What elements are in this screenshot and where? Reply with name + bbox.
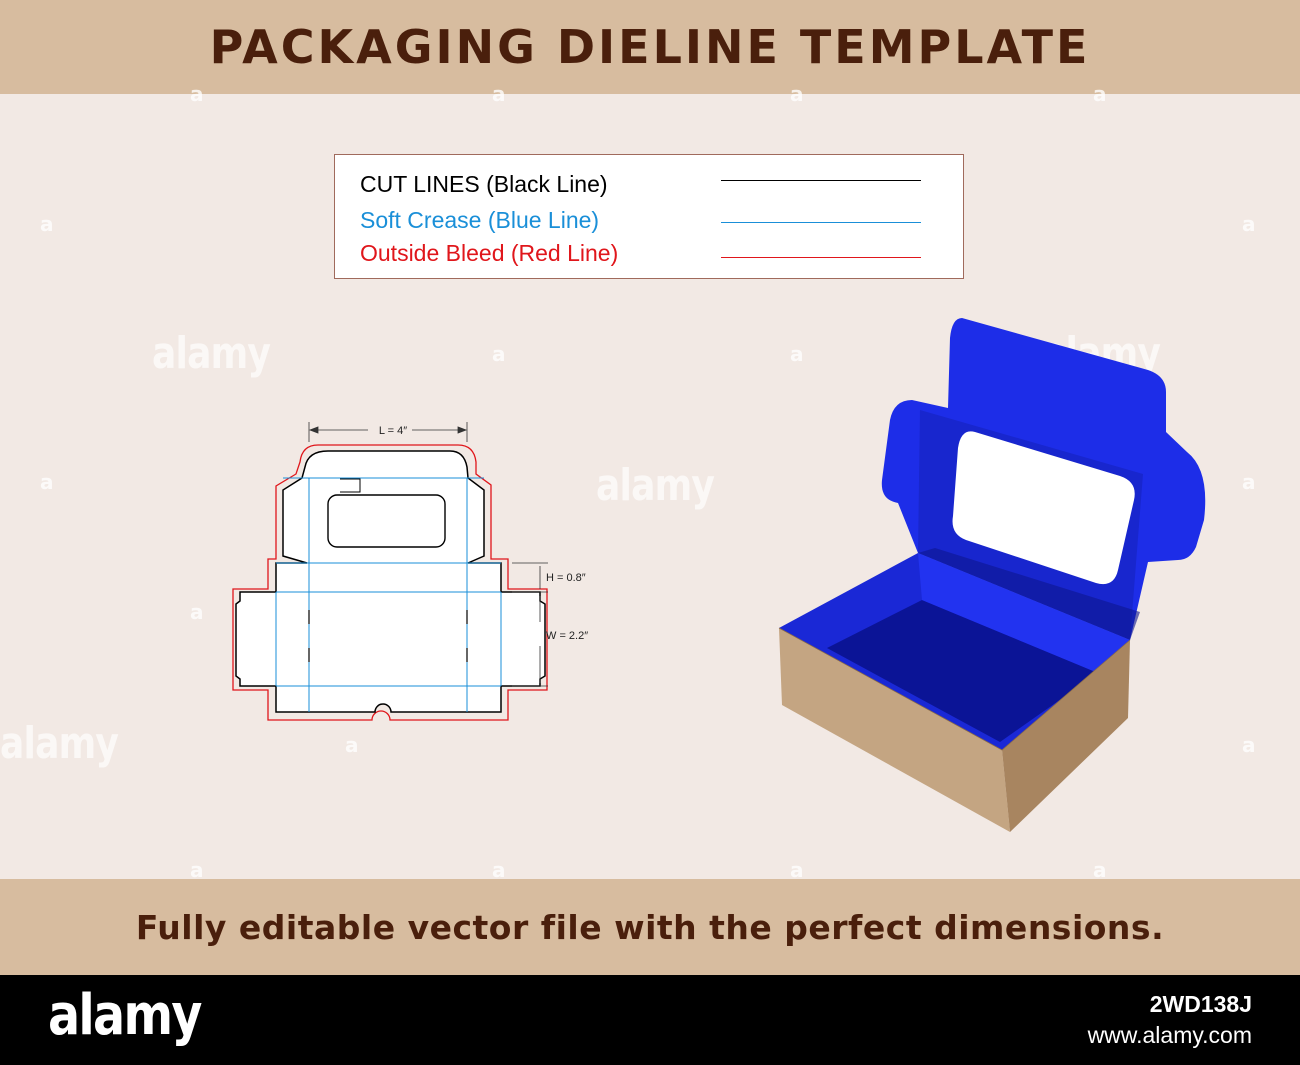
legend-cut-label: CUT LINES (Black Line): [360, 171, 608, 197]
watermark-letter: a: [345, 733, 359, 757]
legend-crease-swatch: [721, 222, 921, 223]
flat-dieline: L = 4″ H = 0.8″ W = 2.2″: [232, 422, 588, 721]
side-tabs: [308, 610, 468, 662]
watermark-letter: a: [790, 82, 804, 106]
box-side-wall: [1002, 640, 1130, 832]
box-interior-wall: [918, 553, 1130, 673]
watermark-letter: a: [1242, 733, 1256, 757]
stock-info: 2WD138J www.alamy.com: [1088, 991, 1252, 1049]
line-legend: CUT LINES (Black Line) Soft Crease (Blue…: [334, 154, 964, 279]
bleed-outline: [232, 444, 548, 721]
watermark-text: alamy: [596, 460, 715, 511]
stock-url: www.alamy.com: [1087, 1022, 1252, 1048]
legend-bleed-swatch: [721, 257, 921, 258]
box-interior-floor: [827, 600, 1098, 742]
length-dimension: [308, 422, 468, 442]
cut-outline: [235, 450, 546, 713]
legend-crease-label: Soft Crease (Blue Line): [360, 207, 600, 233]
footer-tagline: Fully editable vector file with the perf…: [135, 907, 1165, 947]
height-label: H = 0.8″: [546, 572, 586, 584]
dieline-notch: [340, 478, 361, 493]
legend-bleed-label: Outside Bleed (Red Line): [360, 240, 619, 266]
legend-cut-swatch: [721, 180, 921, 181]
stock-bar: alamy 2WD138J www.alamy.com: [0, 975, 1300, 1065]
watermark-letter: a: [492, 342, 506, 366]
stock-image-id: 2WD138J: [1149, 991, 1252, 1017]
length-label: L = 4″: [379, 425, 407, 437]
box-wall-rim: [778, 627, 1131, 751]
box-mockup: [778, 318, 1206, 832]
crease-lines: [275, 477, 502, 712]
footer-banner: Fully editable vector file with the perf…: [0, 879, 1300, 975]
header-banner: PACKAGING DIELINE TEMPLATE: [0, 0, 1300, 94]
watermark-letter: a: [190, 858, 204, 882]
watermark-letter: a: [492, 82, 506, 106]
watermark-letter: a: [1093, 858, 1107, 882]
watermark-letter: a: [790, 858, 804, 882]
watermark-letter: a: [790, 342, 804, 366]
width-label: W = 2.2″: [546, 630, 588, 642]
watermark-letter: a: [1242, 212, 1256, 236]
dieline-window: [327, 494, 446, 548]
box-front-wall: [779, 628, 1010, 832]
watermark-letter: a: [190, 82, 204, 106]
stock-logo: alamy: [48, 983, 202, 1048]
watermark-letter: a: [1242, 470, 1256, 494]
watermark-letter: a: [40, 212, 54, 236]
lid-fold-shade: [918, 548, 1140, 640]
page-title: PACKAGING DIELINE TEMPLATE: [209, 20, 1091, 74]
watermark-letter: a: [40, 470, 54, 494]
watermark-letter: a: [492, 858, 506, 882]
watermark-text: alamy: [152, 328, 271, 379]
watermark-letter: a: [190, 600, 204, 624]
lid-window: [952, 431, 1135, 585]
height-width-dimension: [512, 562, 548, 687]
watermark-letter: a: [1093, 82, 1107, 106]
watermark-text: alamy: [0, 718, 119, 769]
